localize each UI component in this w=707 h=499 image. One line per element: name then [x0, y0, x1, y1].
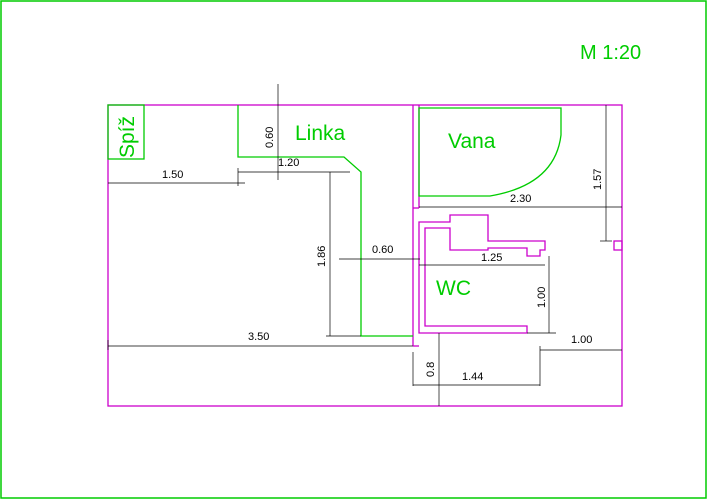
dim-wc-span: 1.44	[462, 371, 483, 383]
dim-counter-gap: 0.60	[372, 244, 393, 256]
partition-wall	[412, 105, 420, 347]
bathtub-outline	[418, 107, 562, 197]
dim-counter-depth: 0.60	[264, 127, 276, 148]
wc-wall	[418, 214, 546, 334]
dim-total-length: 3.50	[248, 331, 269, 343]
dim-wc-front: 1.00	[571, 334, 592, 346]
dim-counter-return: 1.20	[278, 157, 299, 169]
dim-wc-width: 1.25	[481, 252, 502, 264]
scale-label: M 1:20	[580, 42, 641, 64]
pantry-outline	[107, 104, 145, 160]
counter-outline	[237, 105, 413, 337]
dim-wc-depth: 1.00	[536, 287, 548, 308]
window-jamb	[613, 240, 623, 251]
outer-wall	[107, 104, 623, 407]
dim-wc-door: 0.8	[425, 362, 437, 377]
pantry-label: Spíž	[116, 116, 139, 158]
dim-bath-width: 2.30	[510, 193, 531, 205]
dim-bath-height: 1.57	[592, 169, 604, 190]
bath-label: Vana	[448, 130, 496, 153]
wc-label: WC	[436, 277, 471, 300]
dimension-lines	[107, 84, 622, 406]
counter-label: Linka	[295, 122, 346, 145]
dim-counter-run: 1.86	[316, 246, 328, 267]
dim-pantry-offset: 1.50	[162, 169, 183, 181]
